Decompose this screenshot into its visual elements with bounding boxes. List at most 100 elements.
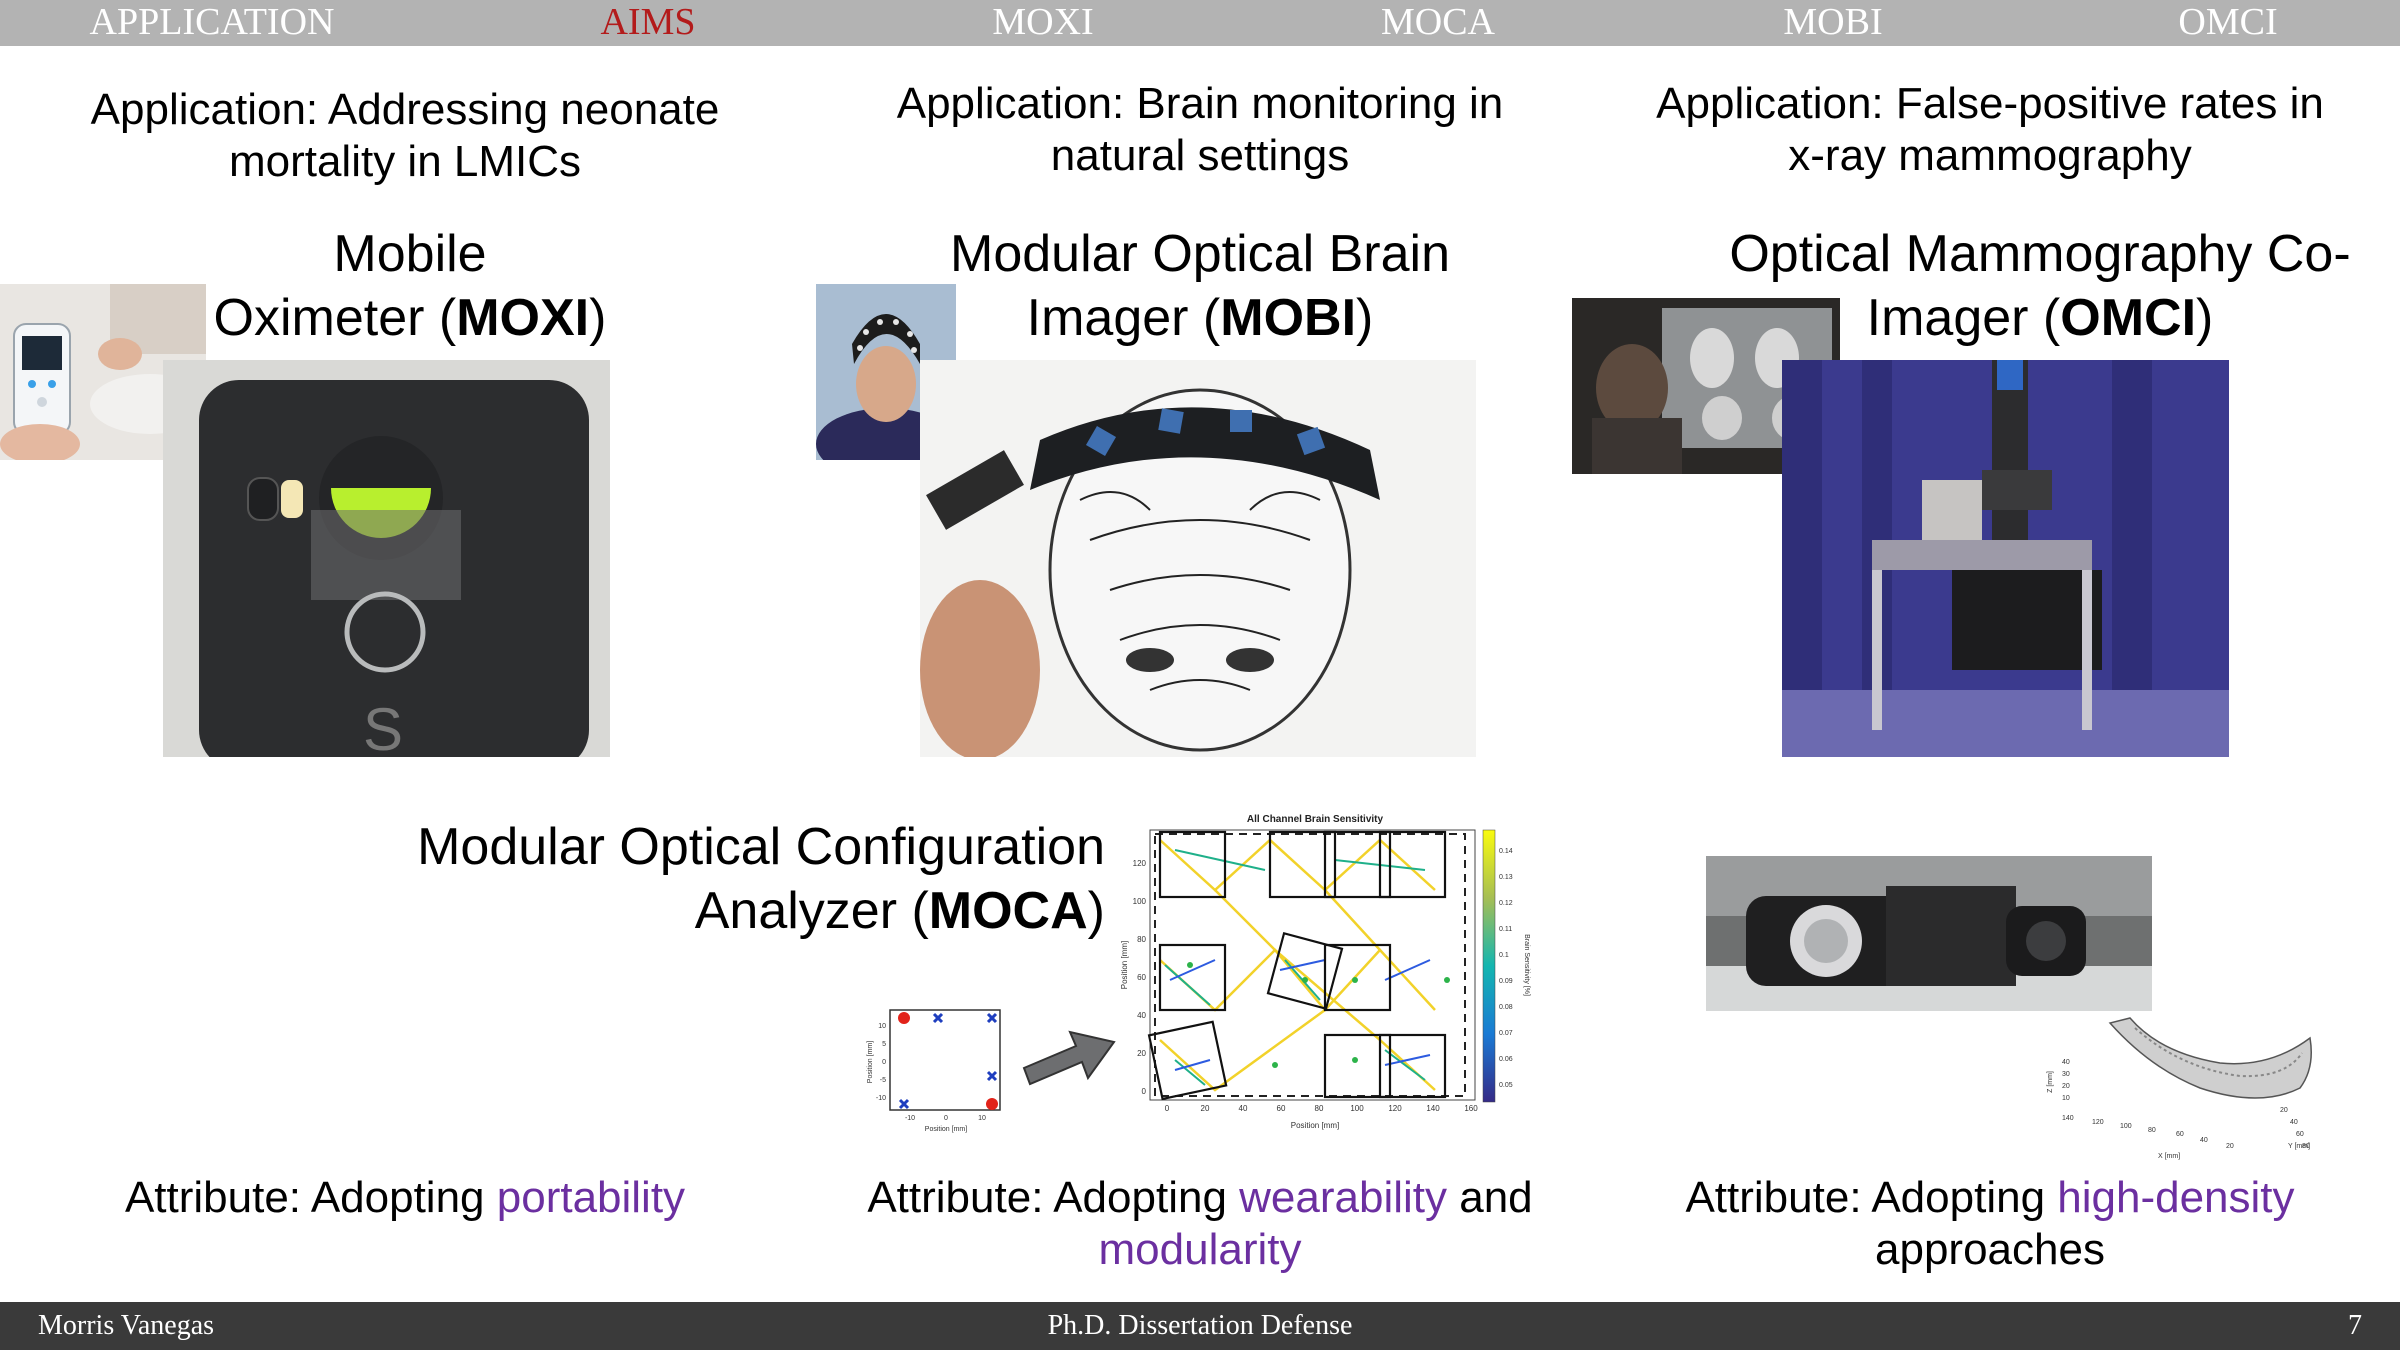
pc-z-tick: 20 bbox=[2062, 1083, 2070, 1090]
nav-item-aims[interactable]: AIMS bbox=[600, 1, 696, 43]
mobi-application-line1: Application: Brain monitoring in bbox=[896, 79, 1504, 128]
pc-x-tick: 100 bbox=[2120, 1123, 2132, 1130]
small-x-tick: -10 bbox=[905, 1115, 915, 1122]
colorbar-tick: 0.1 bbox=[1499, 952, 1509, 959]
omci-attribute-line2: approaches bbox=[1875, 1225, 2105, 1274]
moxi-title-line1: Mobile bbox=[333, 225, 487, 283]
moca-title: Modular Optical Configuration Analyzer (… bbox=[380, 815, 1105, 943]
colorbar-tick: 0.09 bbox=[1499, 978, 1513, 985]
omci-acronym: OMCI bbox=[2060, 289, 2197, 347]
pc-x-tick: 120 bbox=[2092, 1119, 2104, 1126]
pc-x-tick: 60 bbox=[2176, 1131, 2184, 1138]
pc-x-label: X [mm] bbox=[2158, 1153, 2180, 1160]
moxi-attribute-highlight: portability bbox=[496, 1173, 686, 1222]
moxi-title: Mobile Oximeter (MOXI) bbox=[180, 222, 640, 350]
small-x-tick: 0 bbox=[944, 1115, 948, 1122]
svg-text:S: S bbox=[363, 696, 403, 757]
omci-attribute-line1: Attribute: Adopting high-density bbox=[1685, 1173, 2295, 1222]
nav-item-moxi[interactable]: MOXI bbox=[992, 1, 1094, 43]
pc-z-tick: 40 bbox=[2062, 1059, 2070, 1066]
big-y-tick: 0 bbox=[1142, 1087, 1147, 1096]
single-module-layout-plot: 10 5 0 -5 -10 -10 0 10 Position [mm] Pos… bbox=[867, 1009, 1001, 1133]
arrow-right-icon bbox=[1022, 1030, 1116, 1086]
big-y-tick: 40 bbox=[1137, 1011, 1146, 1020]
brain-sensitivity-plot: All Channel Brain Sensitivity 120 100 80… bbox=[1120, 814, 1530, 1130]
small-y-tick: 0 bbox=[882, 1059, 886, 1066]
colorbar-tick: 0.08 bbox=[1499, 1004, 1513, 1011]
big-x-tick: 40 bbox=[1239, 1104, 1248, 1113]
moxi-attribute: Attribute: Adopting portability bbox=[124, 1173, 686, 1222]
moxi-application-text: Application: Addressing neonate mortalit… bbox=[20, 84, 790, 188]
mobi-attribute-line1: Attribute: Adopting wearability and bbox=[867, 1173, 1533, 1222]
omci-attribute: Attribute: Adopting high-density approac… bbox=[1590, 1172, 2390, 1276]
footer-author: Morris Vanegas bbox=[38, 1310, 215, 1341]
big-y-tick: 60 bbox=[1137, 973, 1146, 982]
big-y-tick: 100 bbox=[1133, 897, 1147, 906]
big-x-tick: 80 bbox=[1315, 1104, 1324, 1113]
pc-z-label: Z [mm] bbox=[2047, 1071, 2054, 1093]
big-x-label: Position [mm] bbox=[1291, 1121, 1339, 1130]
big-x-tick: 100 bbox=[1350, 1104, 1364, 1113]
big-x-tick: 20 bbox=[1201, 1104, 1210, 1113]
moca-acronym: MOCA bbox=[928, 882, 1088, 940]
big-y-tick: 80 bbox=[1137, 935, 1146, 944]
pc-y-tick: 40 bbox=[2290, 1119, 2298, 1126]
nav-item-omci[interactable]: OMCI bbox=[2178, 1, 2278, 43]
small-y-tick: 5 bbox=[882, 1041, 886, 1048]
pc-z-tick: 10 bbox=[2062, 1095, 2070, 1102]
mobi-attribute-highlight2: modularity bbox=[1098, 1225, 1302, 1274]
point-cloud-plot: 40 30 20 10 140 120 100 80 60 40 20 20 4… bbox=[2047, 1017, 2312, 1160]
omci-device-photo bbox=[1782, 360, 2229, 757]
colorbar-tick: 0.05 bbox=[1499, 1082, 1513, 1089]
mobi-title: Modular Optical Brain Imager (MOBI) bbox=[880, 222, 1520, 350]
big-x-tick: 120 bbox=[1388, 1104, 1402, 1113]
small-y-tick: -10 bbox=[876, 1095, 886, 1102]
colorbar-tick: 0.13 bbox=[1499, 874, 1513, 881]
moxi-phone-photo: S bbox=[163, 360, 610, 757]
omci-application-line1: Application: False-positive rates in bbox=[1656, 79, 2324, 128]
moxi-title-line2: Oximeter (MOXI) bbox=[213, 289, 607, 347]
omci-probe-photo bbox=[1706, 856, 2152, 1011]
omci-title-line2: Imager (OMCI) bbox=[1866, 289, 2214, 347]
nav-item-mobi[interactable]: MOBI bbox=[1783, 1, 1883, 43]
colorbar-label: Brain Sensitivity [%] bbox=[1523, 934, 1530, 996]
colorbar-tick: 0.12 bbox=[1499, 900, 1513, 907]
pc-x-tick: 40 bbox=[2200, 1137, 2208, 1144]
footer-event: Ph.D. Dissertation Defense bbox=[1047, 1310, 1353, 1341]
omci-application-text: Application: False-positive rates in x-r… bbox=[1590, 78, 2390, 182]
small-x-label: Position [mm] bbox=[925, 1126, 967, 1133]
mobi-title-line2: Imager (MOBI) bbox=[1026, 289, 1374, 347]
pc-x-tick: 20 bbox=[2226, 1143, 2234, 1150]
nav-item-application[interactable]: APPLICATION bbox=[89, 1, 335, 43]
big-x-tick: 140 bbox=[1426, 1104, 1440, 1113]
small-y-tick: -5 bbox=[880, 1077, 886, 1084]
nav-item-moca[interactable]: MOCA bbox=[1380, 1, 1496, 43]
sensitivity-points bbox=[1187, 962, 1450, 1068]
omci-title: Optical Mammography Co- Imager (OMCI) bbox=[1680, 222, 2400, 350]
detector-markers bbox=[898, 1012, 998, 1110]
moxi-application-line1: Application: Addressing neonate bbox=[90, 85, 720, 134]
mobi-title-line1: Modular Optical Brain bbox=[950, 225, 1450, 283]
source-marker bbox=[898, 1012, 910, 1024]
moca-title-line2: Analyzer (MOCA) bbox=[694, 882, 1105, 940]
mobi-application-text: Application: Brain monitoring in natural… bbox=[800, 78, 1600, 182]
omci-application-line2: x-ray mammography bbox=[1788, 131, 2192, 180]
moxi-acronym: MOXI bbox=[456, 289, 590, 347]
mobi-application-line2: natural settings bbox=[1050, 131, 1350, 180]
mobi-acronym: MOBI bbox=[1220, 289, 1357, 347]
mobi-attribute-highlight: wearability bbox=[1239, 1173, 1448, 1222]
pc-y-tick: 20 bbox=[2280, 1107, 2288, 1114]
footer-page-number: 7 bbox=[2348, 1310, 2362, 1341]
pc-y-label: Y [mm] bbox=[2288, 1143, 2310, 1150]
mobi-headpiece-photo bbox=[920, 360, 1476, 757]
omci-title-line1: Optical Mammography Co- bbox=[1729, 225, 2351, 283]
slide-footer: Morris Vanegas Ph.D. Dissertation Defens… bbox=[0, 1302, 2400, 1350]
colorbar-tick: 0.14 bbox=[1499, 848, 1513, 855]
pc-x-tick: 80 bbox=[2148, 1127, 2156, 1134]
top-nav-bar: APPLICATION AIMS MOXI MOCA MOBI OMCI bbox=[0, 0, 2400, 46]
moxi-application-line2: mortality in LMICs bbox=[228, 137, 582, 186]
small-y-tick: 10 bbox=[878, 1023, 886, 1030]
sensitivity-plot-title: All Channel Brain Sensitivity bbox=[1247, 814, 1384, 825]
sensitivity-channels-blue bbox=[1169, 959, 1431, 1071]
colorbar-tick: 0.11 bbox=[1499, 926, 1512, 933]
